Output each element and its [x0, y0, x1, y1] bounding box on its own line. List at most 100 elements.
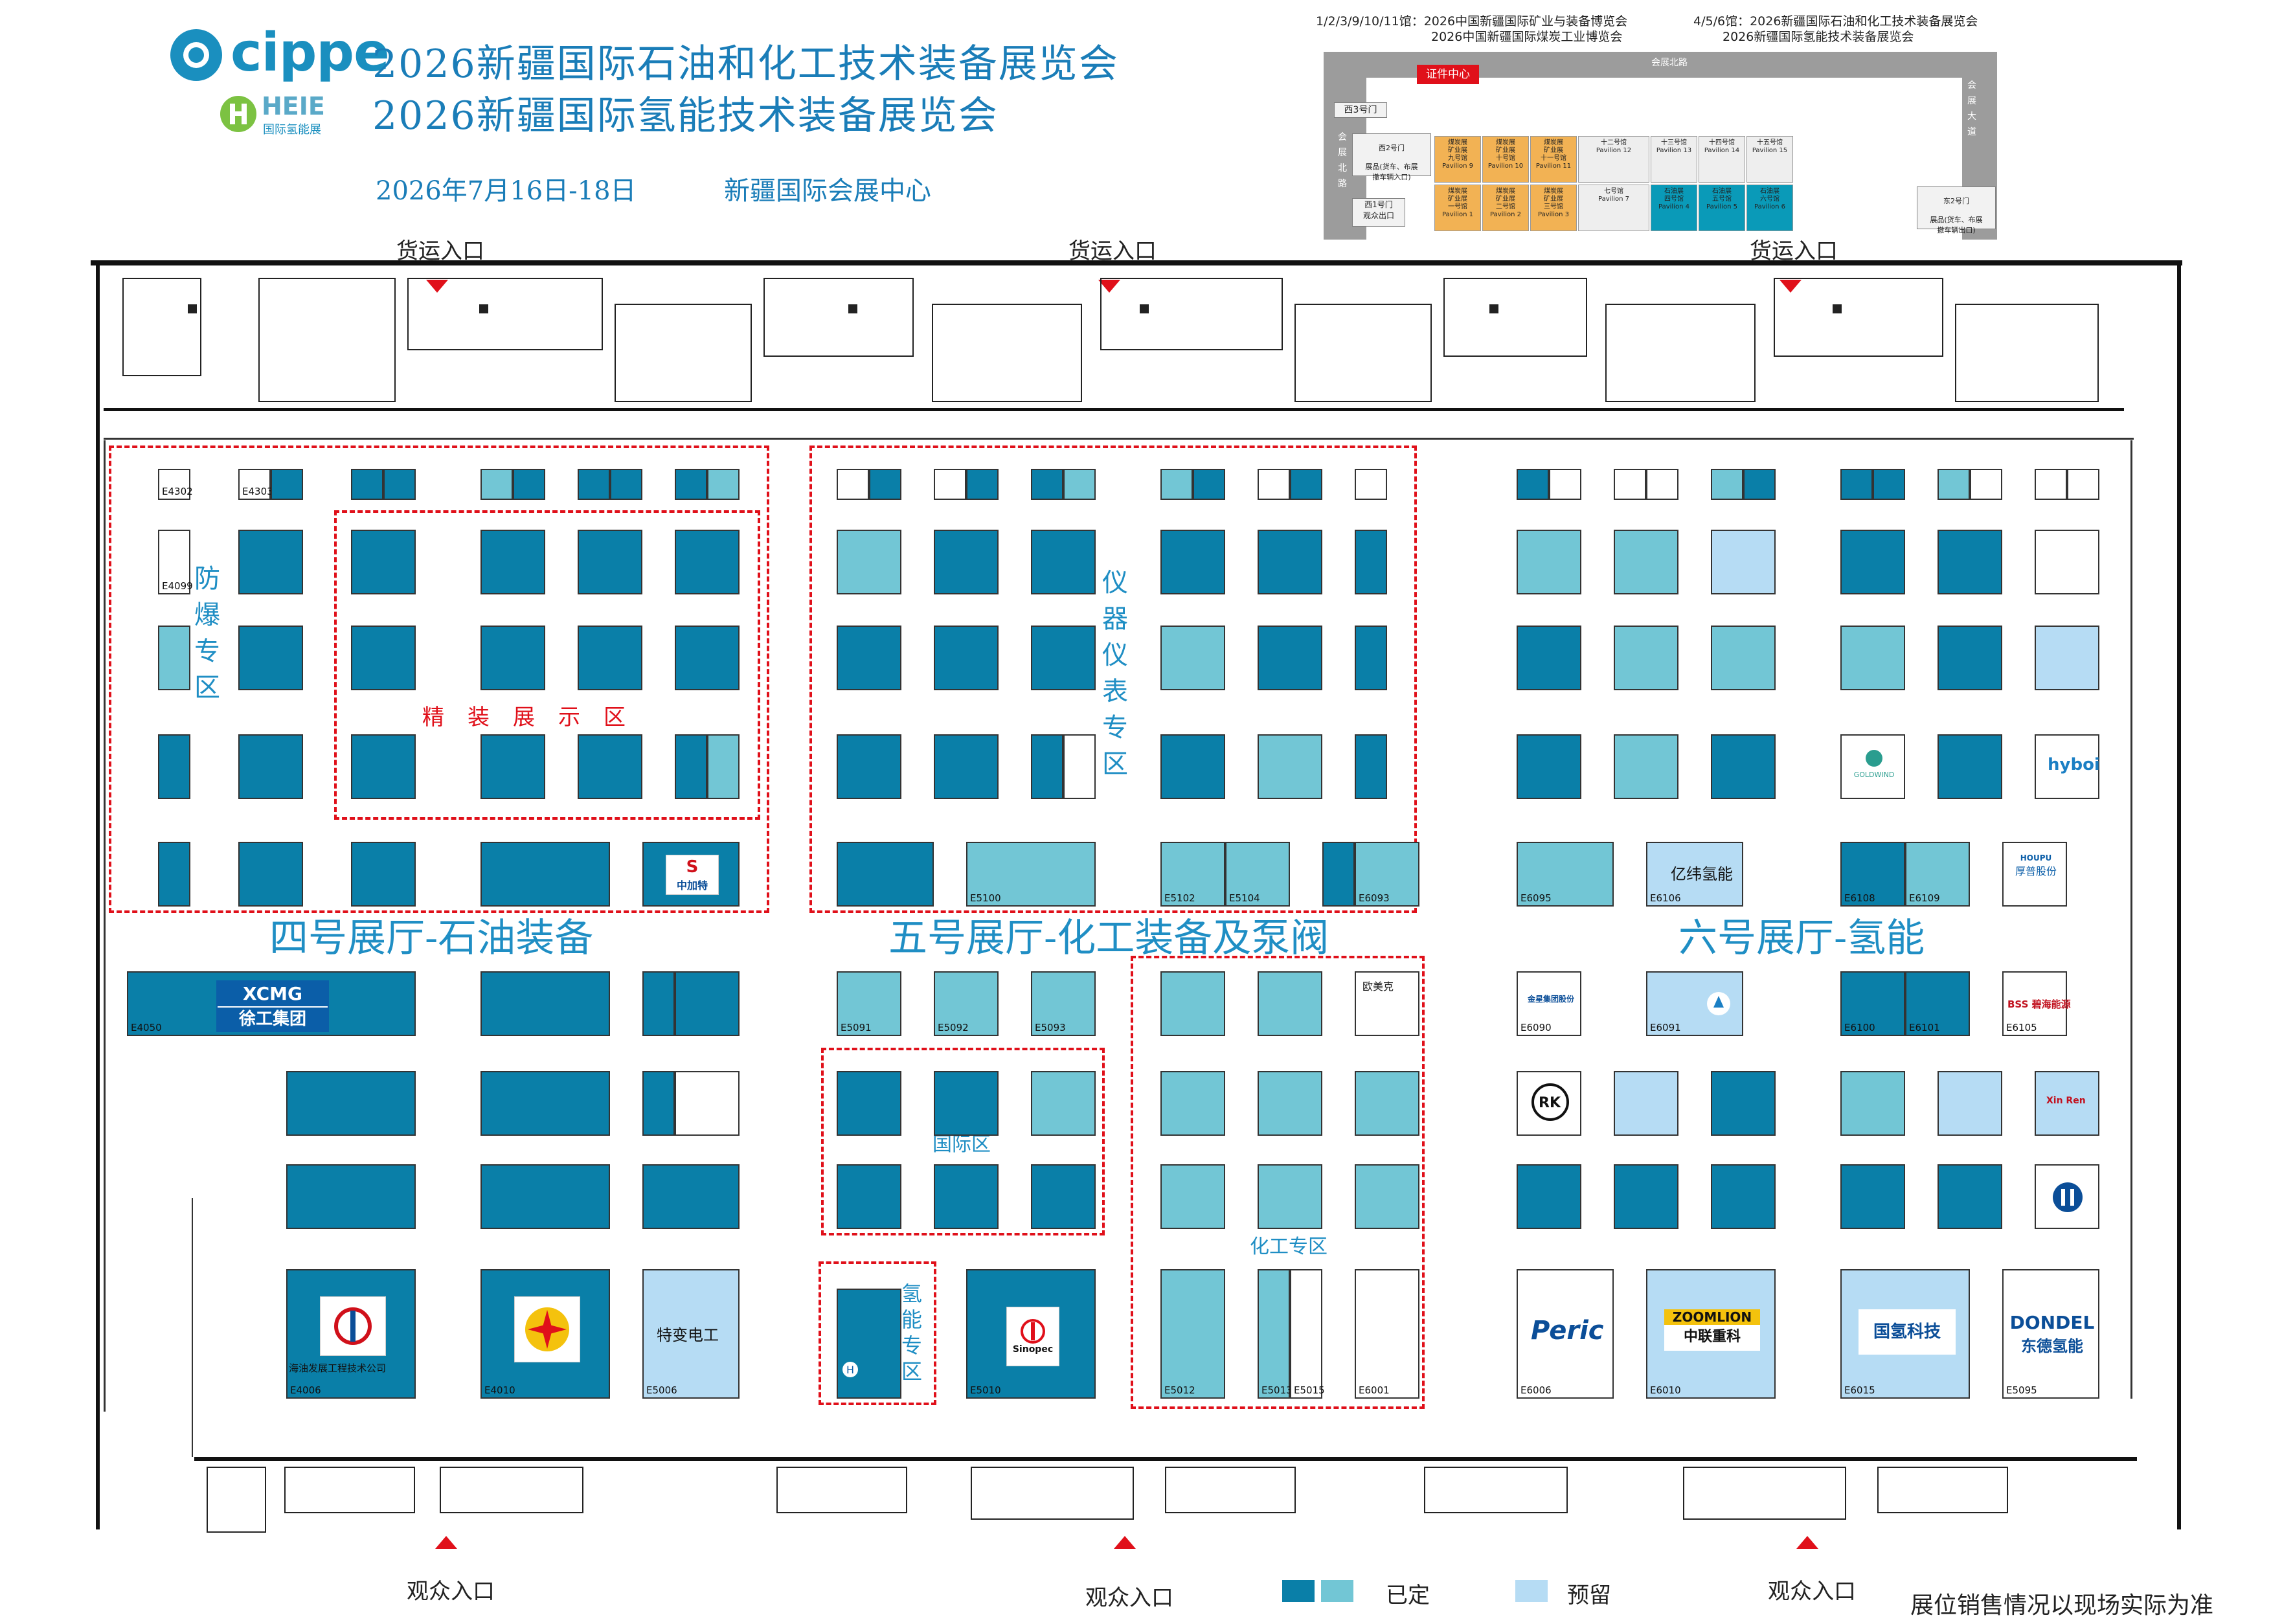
booth-e4250[interactable]: [707, 734, 740, 799]
booth-e6211[interactable]: [1970, 469, 2002, 500]
booth-e6212[interactable]: [2035, 469, 2067, 500]
booth-e4257[interactable]: [578, 626, 642, 690]
booth-e5121[interactable]: [1063, 734, 1096, 799]
booth-e6125[interactable]: GOLDWIND: [1840, 734, 1905, 799]
booth-e6155[interactable]: [1840, 626, 1905, 690]
booth-e4015[interactable]: [286, 1164, 416, 1229]
booth-e4206[interactable]: [578, 734, 642, 799]
booth-e5359[interactable]: [1160, 469, 1193, 500]
booth-e6201[interactable]: [1549, 469, 1581, 500]
booth-e5060[interactable]: [1031, 1071, 1096, 1136]
booth-e5090[interactable]: [837, 842, 934, 907]
booth-e6180[interactable]: [1711, 530, 1776, 594]
booth-e6015[interactable]: DONDEL 东德氢能 E5095: [2002, 1269, 2099, 1399]
booth-e6025[interactable]: [1614, 1164, 1678, 1229]
booth-e5198[interactable]: [1355, 530, 1387, 594]
booth-e5362[interactable]: [1290, 469, 1322, 500]
booth-e4235[interactable]: [480, 734, 545, 799]
booth-e5041[interactable]: [1258, 1164, 1322, 1229]
booth-e5092[interactable]: E5092: [934, 971, 999, 1036]
booth-e4060[interactable]: [351, 842, 416, 907]
booth-e5067[interactable]: [837, 626, 901, 690]
booth-e4018[interactable]: [480, 1164, 610, 1229]
booth-e6165[interactable]: [2035, 626, 2099, 690]
booth-e4052[interactable]: [158, 842, 190, 907]
booth-e6091[interactable]: E6091: [1646, 971, 1743, 1036]
booth-e6045[interactable]: [2035, 1164, 2099, 1229]
booth-e5125[interactable]: [1160, 734, 1225, 799]
booth-e5095[interactable]: E5100: [966, 842, 1096, 907]
booth-e6040[interactable]: [1938, 1164, 2002, 1229]
booth-e5365[interactable]: [1355, 469, 1387, 500]
booth-e6213[interactable]: [2067, 469, 2099, 500]
booth-e4305[interactable]: [351, 469, 383, 500]
booth-e5091[interactable]: E5091: [837, 971, 901, 1036]
booth-e5352[interactable]: [869, 469, 901, 500]
booth-e5030[interactable]: [1031, 1164, 1096, 1229]
booth-e4253[interactable]: [675, 626, 740, 690]
booth-e6101[interactable]: E6101: [1905, 971, 1970, 1036]
booth-e5020[interactable]: [837, 1164, 901, 1229]
booth-e4021[interactable]: [286, 1071, 416, 1136]
booth-e4304[interactable]: [271, 469, 303, 500]
inset-cert-center[interactable]: 证件中心: [1417, 65, 1479, 84]
booth-e5358[interactable]: [1063, 469, 1096, 500]
booth-e4110[interactable]: [578, 530, 642, 594]
booth-e4311[interactable]: [610, 469, 642, 500]
booth-e5193[interactable]: [1258, 530, 1322, 594]
booth-e4312[interactable]: [675, 469, 707, 500]
booth-e4082[interactable]: [238, 626, 303, 690]
booth-e5160[interactable]: [1258, 626, 1322, 690]
booth-e4262[interactable]: [480, 626, 545, 690]
booth-e4053[interactable]: [238, 842, 303, 907]
booth-e6050[interactable]: RK: [1517, 1071, 1581, 1136]
booth-e5361[interactable]: [1258, 469, 1290, 500]
booth-e6175[interactable]: [1614, 530, 1678, 594]
booth-e5356[interactable]: [966, 469, 999, 500]
booth-e5106[interactable]: [1258, 971, 1322, 1036]
booth-e6130[interactable]: [1938, 734, 2002, 799]
booth-e6185[interactable]: [1840, 530, 1905, 594]
booth-e4012[interactable]: [642, 1164, 740, 1229]
booth-e5104[interactable]: E6093: [1355, 842, 1419, 907]
booth-e6006[interactable]: ZOOMLION 中联重科 E6010: [1646, 1269, 1776, 1399]
booth-e4055[interactable]: [675, 971, 740, 1036]
booth-e6020[interactable]: [1517, 1164, 1581, 1229]
booth-e6035[interactable]: [1840, 1164, 1905, 1229]
booth-e4306[interactable]: [383, 469, 416, 500]
booth-e5145[interactable]: [934, 626, 999, 690]
booth-e4302[interactable]: E4302: [158, 469, 193, 500]
booth-e5006[interactable]: Sinopec E5010: [966, 1269, 1096, 1399]
booth-e6150[interactable]: [1711, 626, 1776, 690]
booth-e4099[interactable]: E4099: [158, 530, 193, 594]
booth-e5110[interactable]: [837, 734, 901, 799]
booth-e6030[interactable]: [1711, 1164, 1776, 1229]
booth-e5010[interactable]: E5012: [1160, 1269, 1225, 1399]
booth-e5108[interactable]: 欧美克: [1355, 971, 1419, 1036]
booth-e6135[interactable]: hyboi: [2035, 734, 2100, 799]
booth-e5015[interactable]: E6001: [1355, 1269, 1419, 1399]
booth-e5013[interactable]: E5015: [1290, 1269, 1325, 1399]
booth-e6106[interactable]: E6108: [1840, 842, 1905, 907]
booth-e4068[interactable]: [480, 842, 610, 907]
booth-e6120[interactable]: [1711, 734, 1776, 799]
booth-e4025[interactable]: [480, 1071, 610, 1136]
booth-e4069[interactable]: S 中加特: [642, 842, 740, 907]
booth-e4310[interactable]: [578, 469, 610, 500]
booth-e5055[interactable]: [934, 1071, 999, 1136]
booth-e4056[interactable]: [642, 971, 675, 1036]
booth-e6100[interactable]: E6100: [1840, 971, 1905, 1036]
booth-e5050[interactable]: [837, 1071, 901, 1136]
booth-e6145[interactable]: [1614, 626, 1678, 690]
booth-e6208[interactable]: [1840, 469, 1873, 500]
booth-e5360[interactable]: [1193, 469, 1225, 500]
booth-e6055[interactable]: [1614, 1071, 1678, 1136]
booth-e5185[interactable]: [1160, 530, 1225, 594]
booth-e5005[interactable]: H: [837, 1289, 901, 1399]
booth-e4101[interactable]: [351, 530, 416, 594]
booth-e4077[interactable]: [238, 734, 303, 799]
booth-e5046[interactable]: [1355, 1164, 1419, 1229]
booth-e5024[interactable]: [934, 1164, 999, 1229]
booth-e6203[interactable]: [1646, 469, 1678, 500]
booth-e5135[interactable]: [1355, 734, 1387, 799]
